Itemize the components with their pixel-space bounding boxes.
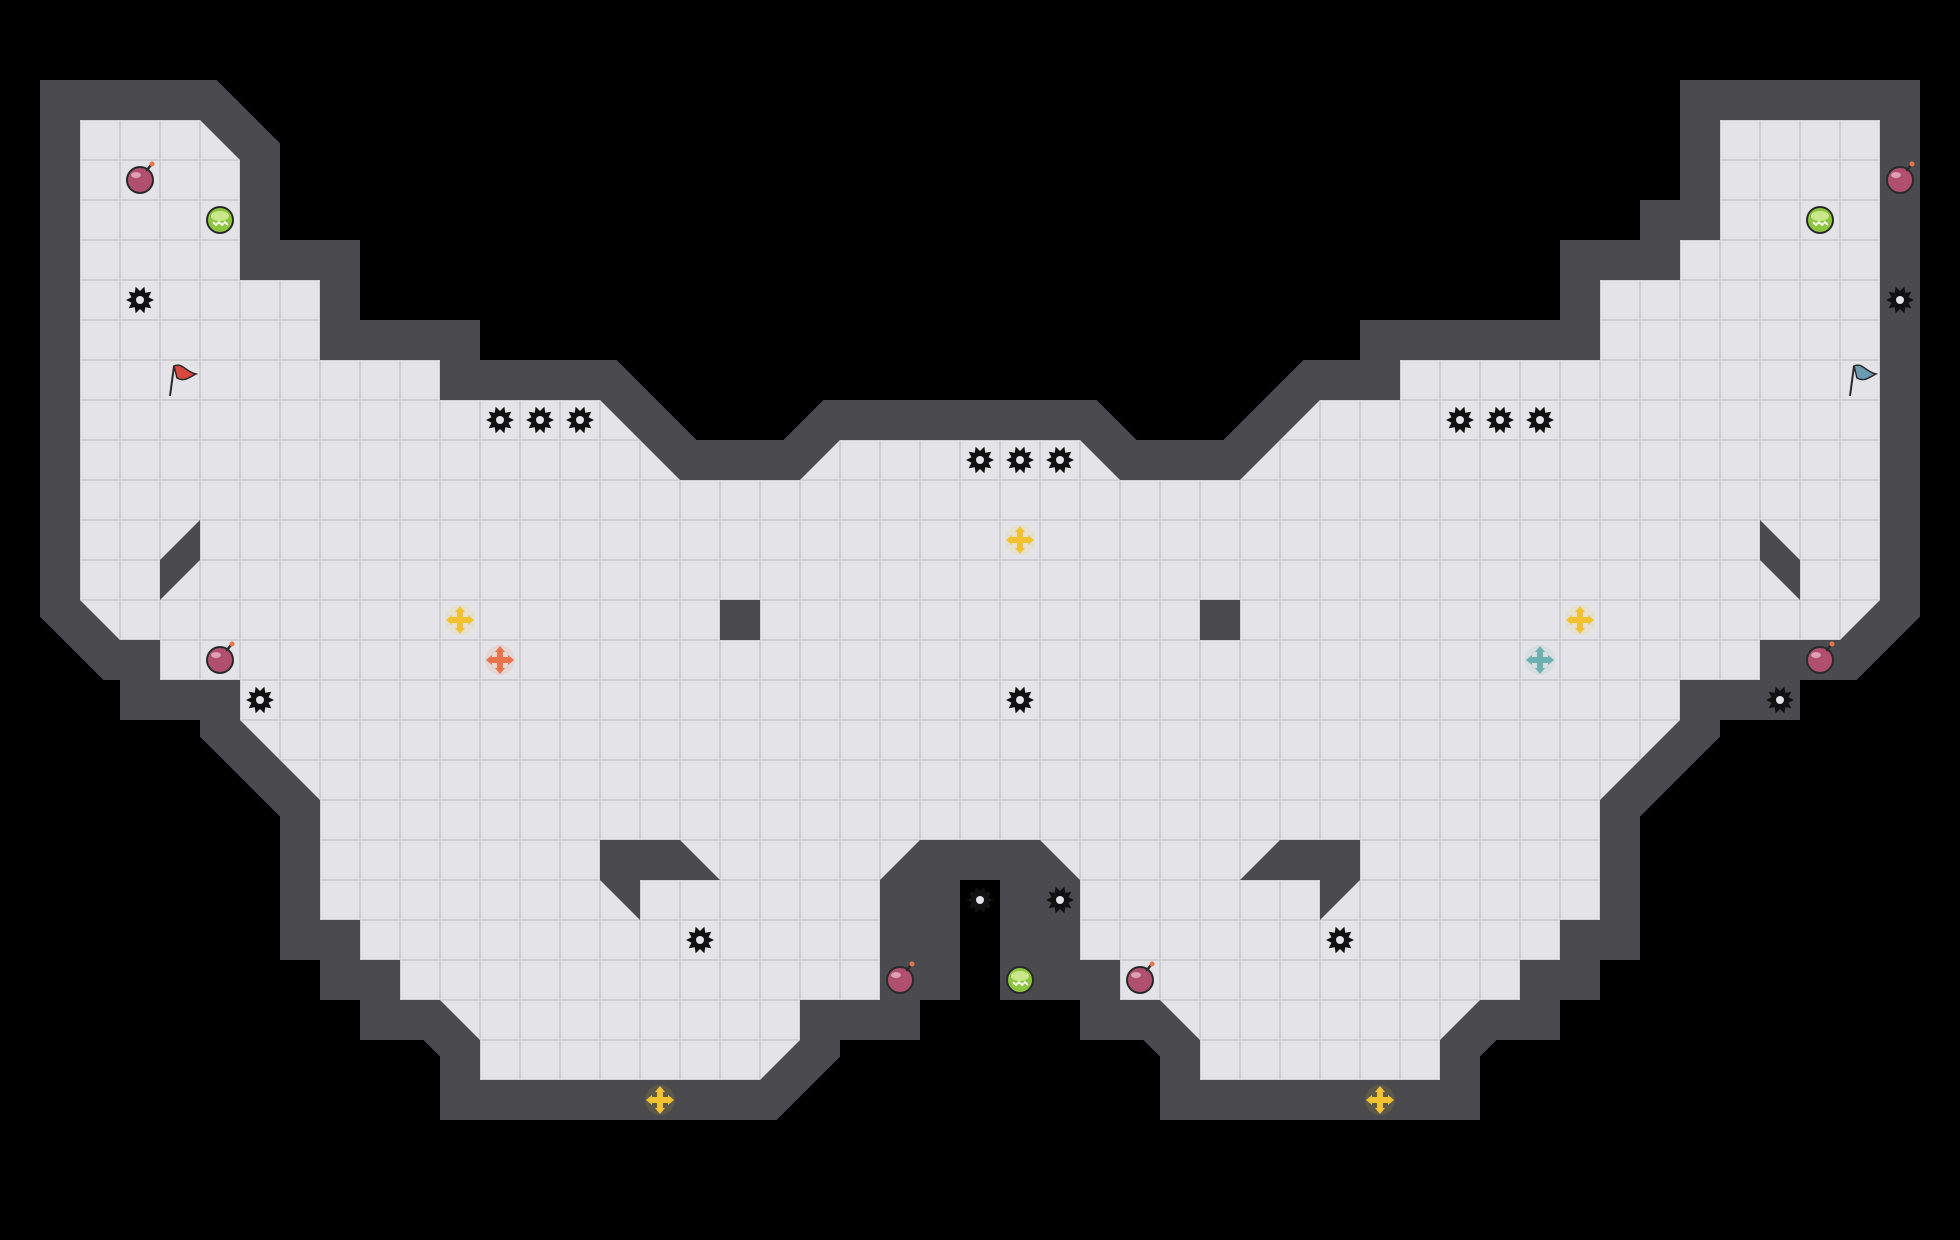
- blue-team-tile-icon: [1525, 645, 1555, 675]
- wall-ledge-left-lower: [600, 840, 720, 920]
- spike-icon: [486, 406, 514, 434]
- spike-icon: [1046, 886, 1074, 914]
- powerup-icon: [206, 206, 234, 234]
- spike-icon: [966, 446, 994, 474]
- powerup-icon: [1806, 206, 1834, 234]
- map-obstacles: [160, 520, 1800, 1000]
- spike-icon: [566, 406, 594, 434]
- wall-wedge-left-upper: [160, 520, 200, 600]
- bomb-icon: [1126, 961, 1155, 994]
- wall-block-right: [1200, 600, 1240, 640]
- red-team-tile-icon: [485, 645, 515, 675]
- wall-wedge-right-upper: [1760, 520, 1800, 600]
- spike-icon: [1326, 926, 1354, 954]
- wall-pillar-center-right: [1040, 840, 1080, 1000]
- speed-boost-icon: [645, 1085, 675, 1115]
- spike-icon: [246, 686, 274, 714]
- bomb-icon: [126, 161, 155, 194]
- spike-icon: [686, 926, 714, 954]
- spike-icon: [1486, 406, 1514, 434]
- spike-icon: [1006, 446, 1034, 474]
- spike-icon: [1446, 406, 1474, 434]
- spike-icon: [1886, 286, 1914, 314]
- bomb-icon: [886, 961, 915, 994]
- bomb-icon: [206, 641, 235, 674]
- spike-icon: [126, 286, 154, 314]
- spike-icon: [966, 886, 994, 914]
- spike-icon: [1766, 686, 1794, 714]
- powerup-icon: [1006, 966, 1034, 994]
- speed-boost-icon: [1365, 1085, 1395, 1115]
- speed-boost-icon: [1565, 605, 1595, 635]
- bomb-icon: [1806, 641, 1835, 674]
- wall-pillar-center-left: [880, 840, 920, 1000]
- wall-block-left: [720, 600, 760, 640]
- spike-icon: [1046, 446, 1074, 474]
- red-flag-icon: [169, 364, 199, 397]
- spike-icon: [1006, 686, 1034, 714]
- wall-ledge-right-lower: [1240, 840, 1360, 920]
- bomb-icon: [1886, 161, 1915, 194]
- map-items: [126, 161, 1915, 1115]
- spike-icon: [526, 406, 554, 434]
- speed-boost-icon: [1005, 525, 1035, 555]
- blue-flag-icon: [1849, 364, 1879, 397]
- spike-icon: [1526, 406, 1554, 434]
- speed-boost-icon: [445, 605, 475, 635]
